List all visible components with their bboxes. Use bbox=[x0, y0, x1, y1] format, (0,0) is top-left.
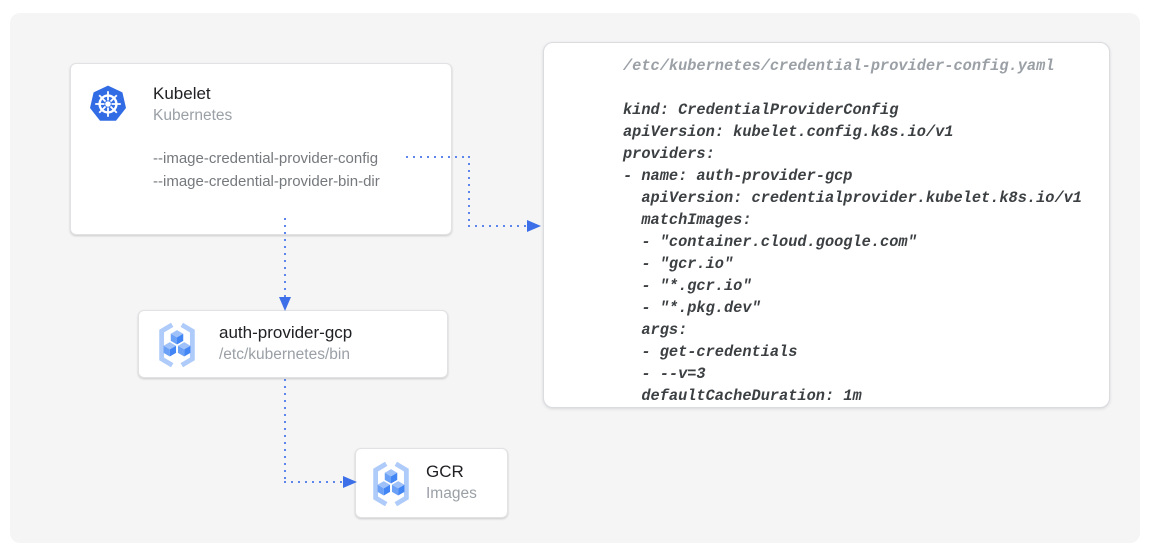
config-yaml-code: kind: CredentialProviderConfig apiVersio… bbox=[623, 101, 1082, 405]
flag-credential-provider-bin-dir: --image-credential-provider-bin-dir bbox=[153, 173, 380, 190]
gcr-node: GCR Images bbox=[355, 448, 508, 518]
gcr-title: GCR bbox=[426, 462, 464, 481]
gcr-subtitle: Images bbox=[426, 485, 477, 502]
auth-provider-path: /etc/kubernetes/bin bbox=[219, 346, 350, 363]
auth-provider-title: auth-provider-gcp bbox=[219, 323, 353, 342]
gcr-cubes-icon bbox=[159, 322, 195, 368]
kubelet-subtitle: Kubernetes bbox=[153, 107, 233, 124]
kubelet-title: Kubelet bbox=[153, 84, 211, 103]
config-file-path: /etc/kubernetes/credential-provider-conf… bbox=[623, 57, 1055, 75]
kubelet-node: Kubelet Kubernetes --image-credential-pr… bbox=[70, 63, 452, 235]
credential-provider-config-panel: /etc/kubernetes/credential-provider-conf… bbox=[543, 42, 1110, 408]
kubernetes-icon bbox=[90, 85, 126, 121]
kubelet-flags: --image-credential-provider-config --ima… bbox=[153, 147, 380, 193]
auth-provider-gcp-node: auth-provider-gcp /etc/kubernetes/bin bbox=[138, 310, 448, 378]
gcr-cubes-icon bbox=[373, 461, 409, 507]
flag-credential-provider-config: --image-credential-provider-config bbox=[153, 150, 379, 167]
